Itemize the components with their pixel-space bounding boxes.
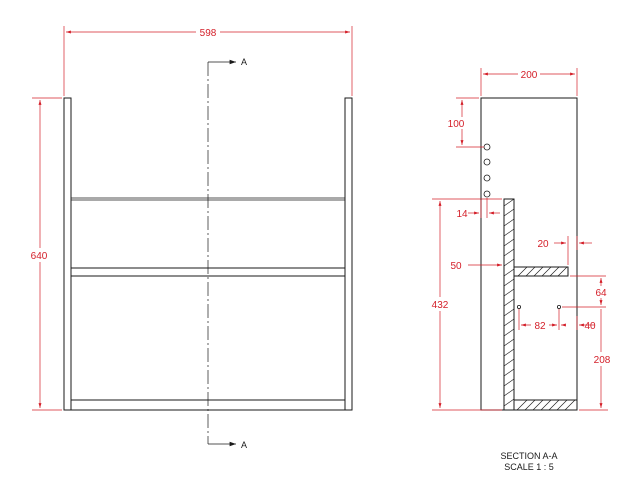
dim-height: 640 [28,97,62,411]
svg-text:208: 208 [594,355,611,366]
svg-text:598: 598 [200,28,217,39]
left-side-panel [63,97,72,411]
right-side-panel [344,97,353,411]
svg-text:100: 100 [448,119,465,130]
scale-caption: SCALE 1 : 5 [504,462,554,472]
svg-text:40: 40 [584,321,596,332]
dim-lower-height: 208 [579,309,614,411]
dim-shelf-gap: 64 [562,275,610,308]
pin-hole [483,143,491,151]
front-view: A A 598 640 [28,26,353,450]
svg-text:64: 64 [595,288,607,299]
dim-pin-spacing: 82 [518,309,560,332]
svg-text:14: 14 [456,209,468,220]
dim-depth: 200 [480,68,578,96]
dim-back-thickness: 50 [450,261,502,272]
svg-text:20: 20 [537,239,549,250]
section-marker-top: A [241,57,247,67]
section-marker-bottom: A [241,440,247,450]
dim-hole-offset: 100 [446,97,484,148]
pin-hole [483,190,491,198]
dim-panel-offset: 14 [456,198,500,220]
dim-width: 598 [63,26,353,96]
section-caption: SECTION A-A [500,451,557,461]
dim-pin-edge: 40 [561,316,596,332]
dim-shelf-setback: 20 [537,236,592,265]
section-middle-shelf [513,266,569,277]
pin-hole [483,174,491,182]
section-bottom-shelf [513,399,578,411]
svg-text:432: 432 [432,300,449,311]
svg-text:200: 200 [521,70,538,81]
back-panel-hatched [503,198,515,411]
svg-text:640: 640 [31,251,48,262]
dim-inner-height: 432 [428,198,502,411]
svg-text:50: 50 [450,261,462,272]
svg-text:82: 82 [534,321,546,332]
section-side-panel [480,97,578,411]
section-view: 200 100 14 20 50 [428,68,614,472]
pin-hole-small [517,304,522,309]
pin-hole [483,158,491,166]
pin-hole-small [557,304,562,309]
